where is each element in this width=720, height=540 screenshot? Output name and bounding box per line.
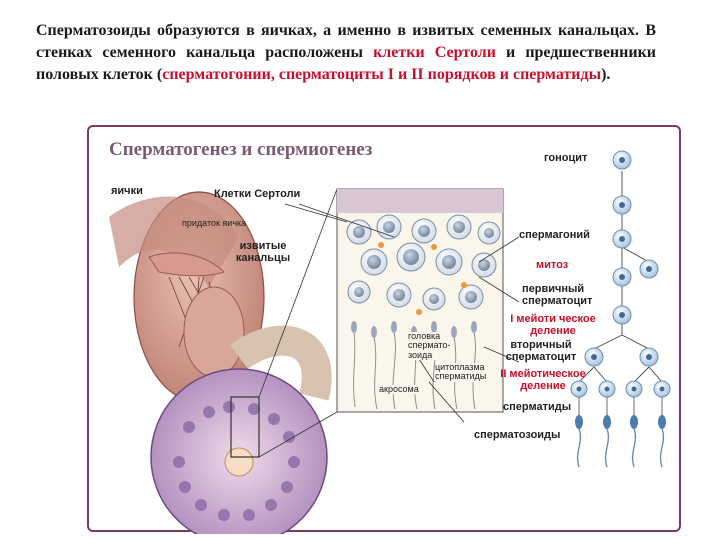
label-spermatozoa: сперматозоиды: [474, 429, 561, 441]
intro-sertoli-term: клетки Сертоли: [373, 44, 496, 61]
label-primary-line2: сперматоцит: [522, 294, 593, 307]
label-acrosome: акросома: [379, 384, 419, 395]
spermatogenesis-illustration: [109, 150, 671, 534]
figure-title: Сперматогенез и спермиогенез: [109, 139, 373, 160]
label-sertoli-cells: Клетки Сертоли: [214, 188, 301, 200]
sertoli-markers: [378, 242, 467, 315]
label-meiosis-1: I мейоти ческое деление: [503, 313, 603, 337]
label-epididymis: придаток яичка: [182, 218, 247, 228]
leader-lines: [284, 203, 520, 423]
label-secondary-line1: вторичный: [510, 339, 572, 351]
label-primary-spermatocyte: первичный сперматоцит: [522, 283, 593, 307]
label-tubules-line2: канальцы: [235, 251, 291, 264]
label-tubules: извитые канальцы: [233, 240, 293, 264]
spermatogenesis-tree: [570, 150, 671, 468]
label-cytoplasm-line2: сперматиды: [435, 371, 487, 382]
tubule-wall-zoom: [336, 188, 504, 413]
spermatozoa-drawing: [575, 397, 666, 468]
label-cytoplasm: цитоплазма сперматиды: [435, 362, 487, 382]
label-spermatogonium: спермагоний: [519, 229, 590, 241]
zoom-box: [230, 396, 260, 458]
tubule-cells: [173, 401, 300, 521]
epididymis-shape: [148, 252, 225, 277]
intro-text-2: и предшественники половых клеток (: [36, 44, 657, 83]
tubule-lumen: [224, 447, 254, 477]
tubule-connection: [230, 325, 332, 401]
label-meiosis-1-line1: I мейоти ческое: [510, 313, 596, 325]
tree-nuclei: [576, 157, 665, 392]
intro-text-3: ).: [601, 66, 611, 83]
label-mitosis: митоз: [536, 259, 569, 271]
label-meiosis-2: II мейотическое деление: [493, 368, 593, 392]
label-sperm-head: головка спермато- зоида: [408, 331, 451, 361]
label-gonocyte: гоноцит: [544, 152, 588, 164]
label-sperm-head-line3: зоида: [408, 349, 433, 360]
intro-text-1: Сперматозоиды образуются в яичках, а име…: [36, 22, 656, 61]
label-meiosis-2-line1: II мейотическое: [500, 368, 586, 380]
label-secondary-line2: сперматоцит: [505, 350, 577, 363]
label-meiosis-1-line2: деление: [530, 324, 576, 337]
figure-frame: Сперматогенез и спермиогенез яички Клетк…: [87, 125, 681, 534]
spermatozoa-heads: [575, 415, 666, 429]
spermatid-to-sperm-lines: [578, 397, 663, 415]
tubule-cross-section: [150, 188, 338, 534]
tubule-cluster: [183, 286, 245, 378]
spermatozoa-tails: [576, 428, 665, 468]
label-cytoplasm-line1: цитоплазма: [435, 362, 485, 372]
tree-cells: [570, 150, 671, 398]
intro-paragraph: Сперматозоиды образуются в яичках, а име…: [36, 20, 656, 86]
nuclei-zoom: [353, 221, 494, 304]
label-spermatids: сперматиды: [503, 401, 572, 413]
intro-germ-cells-term: сперматогонии, сперматоциты I и II поряд…: [162, 66, 602, 83]
label-meiosis-2-line2: деление: [520, 379, 566, 392]
label-secondary-spermatocyte: вторичный сперматоцит: [503, 339, 579, 363]
zoom-line-bottom: [258, 411, 338, 458]
label-sperm-head-line1: головка: [408, 331, 441, 341]
basement-layer: [337, 189, 503, 213]
testis-group: [109, 191, 265, 403]
label-tubules-line1: извитые: [239, 240, 287, 252]
zoom-line-top: [258, 188, 338, 398]
tree-connectors: [578, 171, 663, 383]
label-primary-line1: первичный: [522, 283, 585, 295]
label-sperm-head-line2: спермато-: [408, 340, 451, 351]
label-testis: яички: [111, 185, 143, 197]
